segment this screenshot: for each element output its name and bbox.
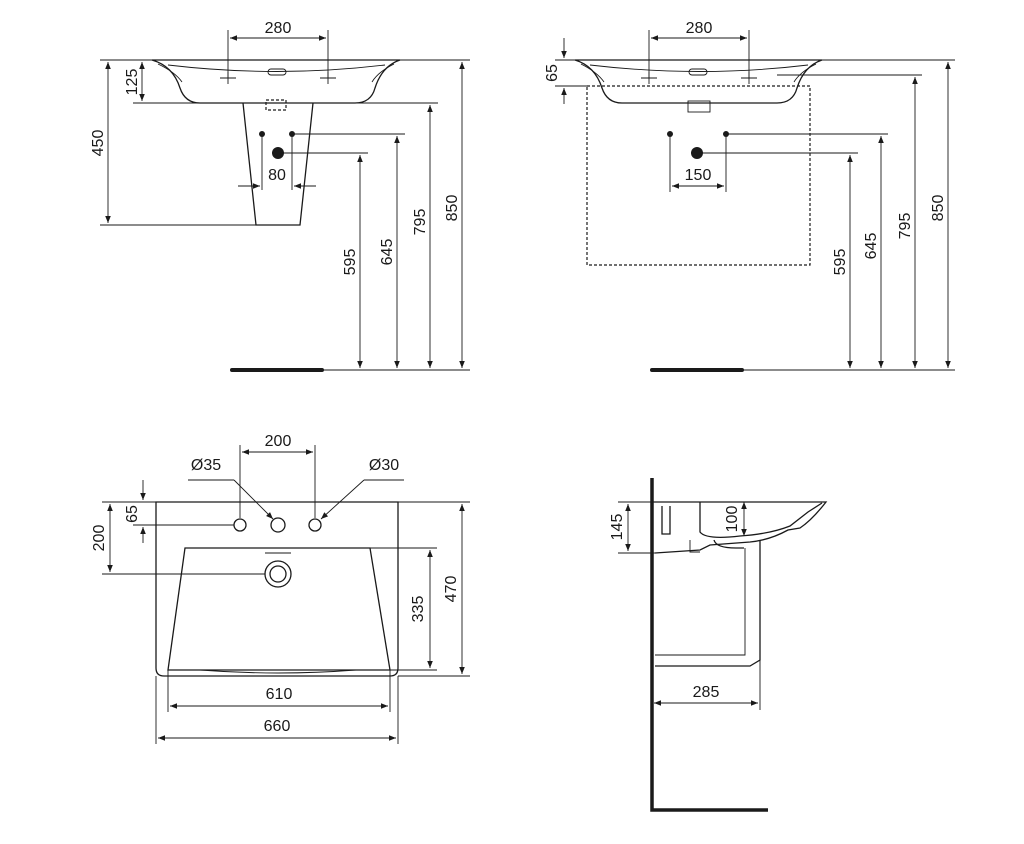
dim-basin-bottom-height-2: 795 <box>897 213 914 240</box>
tap-hole-center <box>270 517 286 533</box>
side-view: 145 100 285 <box>609 478 828 812</box>
side-pedestal <box>655 540 761 667</box>
tap-hole-right <box>308 518 322 532</box>
dim-bowl-width: 610 <box>266 686 293 703</box>
dim-rim-height-2: 850 <box>930 195 947 222</box>
dim-tap-spacing: 280 <box>265 20 292 37</box>
dim-tap-spacing-2: 280 <box>686 20 713 37</box>
dim-overall-width: 660 <box>264 718 291 735</box>
dim-supply-height: 645 <box>379 239 396 266</box>
dim-overflow-diameter: Ø30 <box>369 457 399 474</box>
dim-rim-drop-2: 65 <box>544 64 561 82</box>
dim-waste-height-2: 595 <box>832 249 849 276</box>
dim-side-bowl-depth: 100 <box>724 506 741 533</box>
basin-outline-2 <box>574 59 823 104</box>
basin-plan-outline <box>155 501 399 677</box>
dim-tap-hole-diameter: Ø35 <box>191 457 221 474</box>
dim-bowl-depth: 335 <box>410 596 427 623</box>
dim-supply-spacing: 80 <box>268 167 286 184</box>
dim-hole-offset: 65 <box>124 505 141 523</box>
dim-supply-spacing-2: 150 <box>685 167 712 184</box>
front-wall-hung-view: 280 65 150 595 645 795 850 <box>544 20 955 372</box>
dim-pedestal-projection: 285 <box>693 684 720 701</box>
rim-line <box>167 64 386 72</box>
basin-outline <box>151 59 401 104</box>
dim-waste-offset: 200 <box>91 525 108 552</box>
dim-basin-bottom-height: 795 <box>412 209 429 236</box>
waste-outlet <box>264 560 292 588</box>
basin-section <box>652 501 828 554</box>
cabinet-outline <box>586 85 811 266</box>
plan-view: 200 Ø35 Ø30 65 200 335 470 610 <box>91 433 470 744</box>
dim-supply-height-2: 645 <box>863 233 880 260</box>
dim-waste-height: 595 <box>342 249 359 276</box>
dim-rim-drop: 125 <box>124 69 141 96</box>
pedestal <box>242 102 314 226</box>
dim-rim-to-outlet: 145 <box>609 514 626 541</box>
wall-and-floor <box>650 478 768 812</box>
tap-hole-left <box>233 518 247 532</box>
dim-basin-pedestal: 450 <box>90 130 107 157</box>
dim-hole-spacing: 200 <box>265 433 292 450</box>
dim-overall-depth: 470 <box>443 576 460 603</box>
dim-rim-height: 850 <box>444 195 461 222</box>
front-pedestal-view: 280 125 450 80 595 645 795 850 <box>90 20 470 372</box>
